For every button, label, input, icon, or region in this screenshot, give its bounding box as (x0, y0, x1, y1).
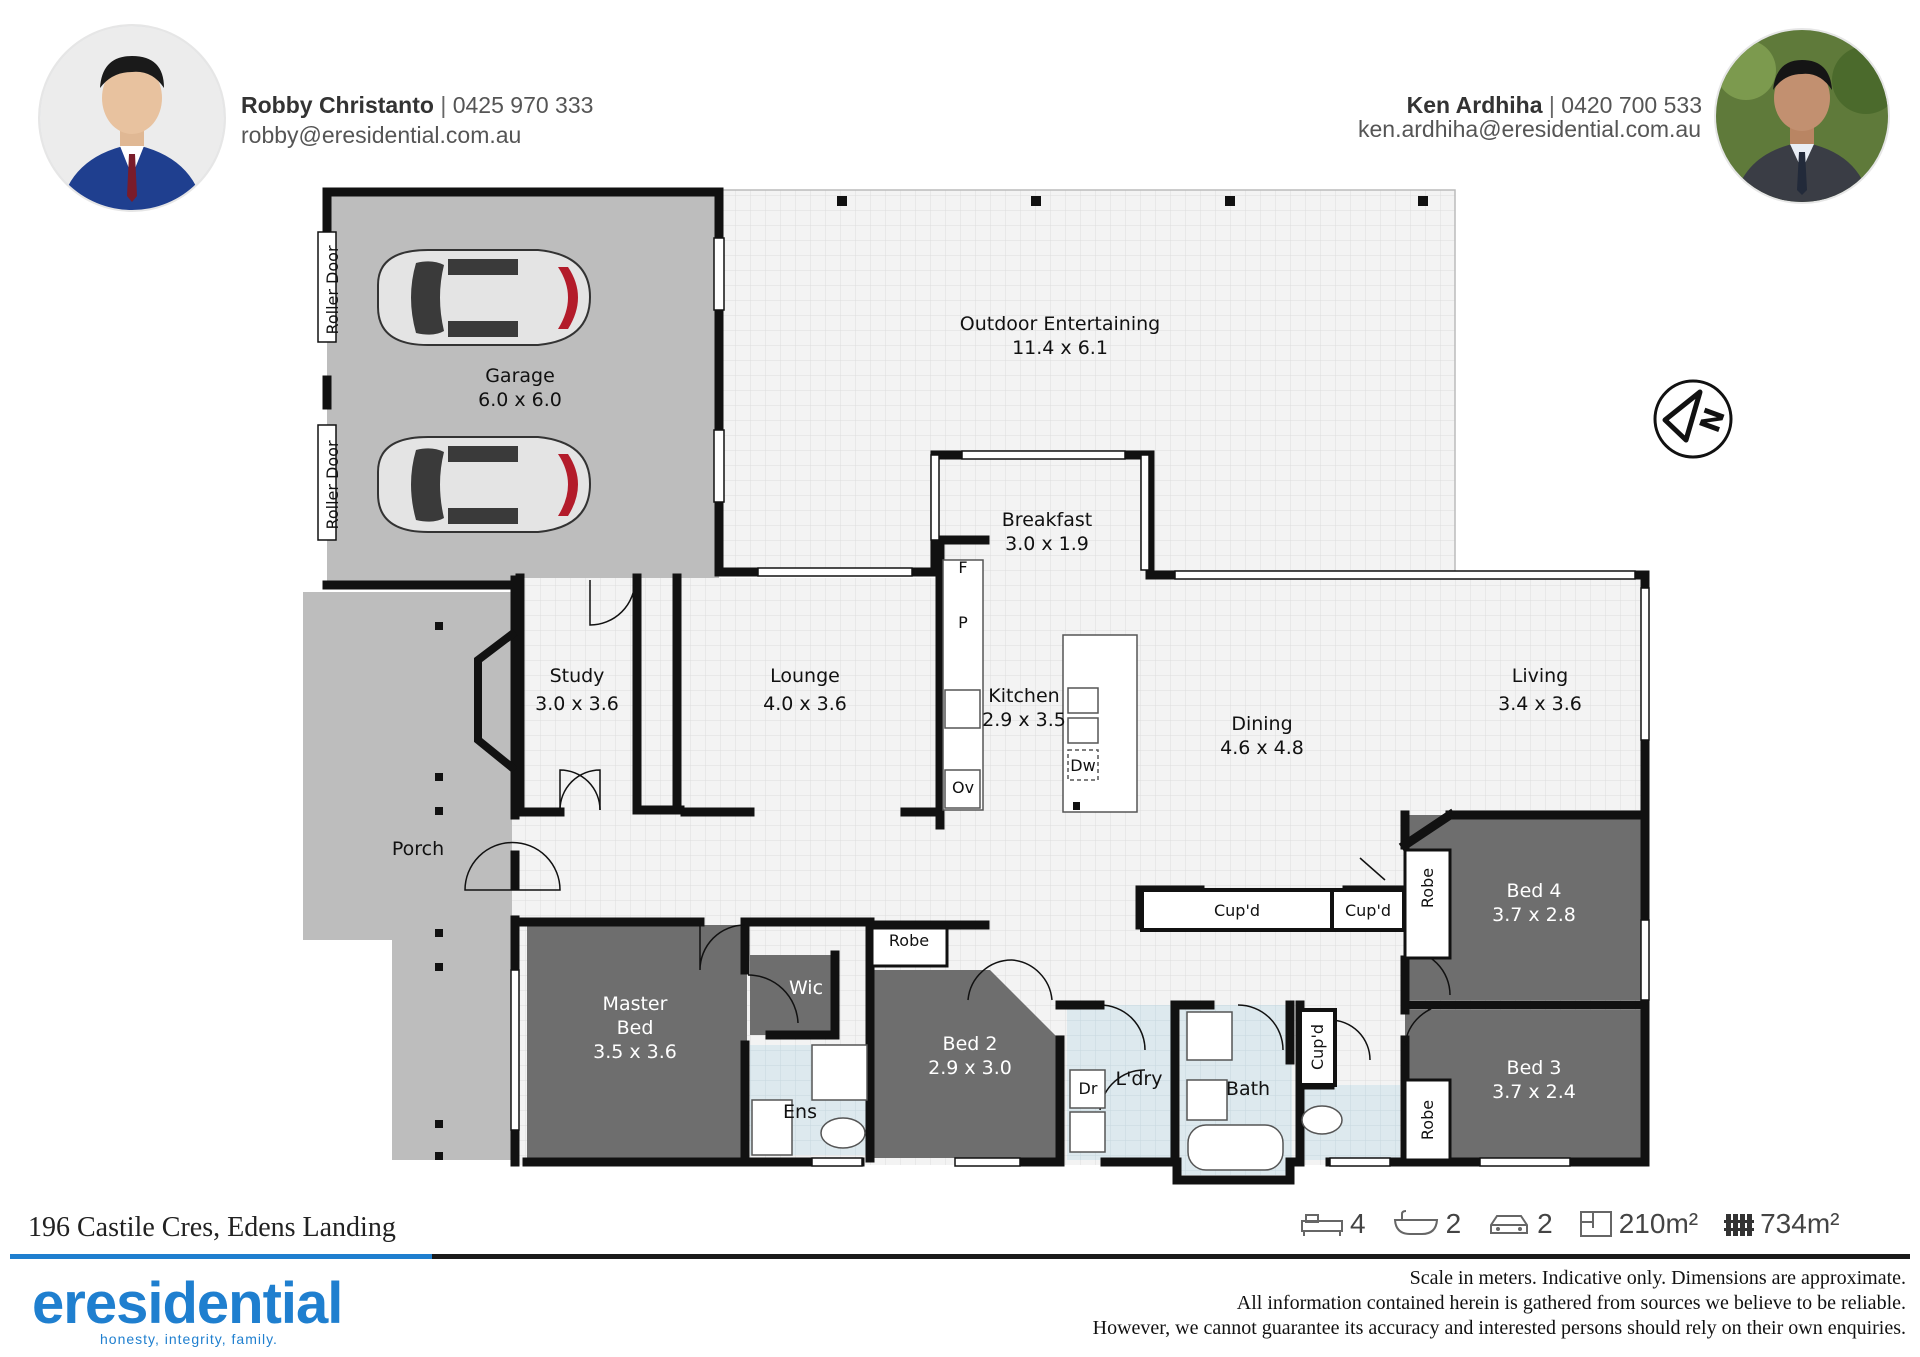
master-size: 3.5 x 3.6 (593, 1041, 677, 1063)
dishwasher-label: Dw (1070, 756, 1095, 775)
garage-size: 6.0 x 6.0 (478, 389, 562, 411)
brand-logo-text: eresidential (32, 1271, 343, 1336)
stat-floor-area-value: 210m² (1618, 1208, 1699, 1239)
agent-left-phone[interactable]: 0425 970 333 (452, 92, 594, 118)
compass-icon: N (1653, 379, 1733, 459)
agent-right-separator: | (1548, 92, 1555, 118)
bed2-name: Bed 2 (943, 1033, 998, 1055)
floor-plan-icon (1579, 1211, 1612, 1237)
bed2-area (870, 970, 1060, 1158)
disclaimer-line-3: However, we cannot guarantee its accurac… (1092, 1317, 1906, 1339)
property-stats: 4 2 2 210m² 734m² (1300, 1208, 1855, 1240)
brand-logo[interactable]: eresidential honesty, integrity, family. (32, 1270, 343, 1347)
dining-size: 4.6 x 4.8 (1220, 737, 1304, 759)
agent-left-name: Robby Christanto (241, 92, 434, 118)
agent-left-email[interactable]: robby@eresidential.com.au (241, 122, 522, 148)
study-bay-window (474, 628, 518, 774)
stat-baths: 2 (1392, 1208, 1462, 1240)
robe-label-bed2: Robe (889, 931, 929, 950)
porch-area (303, 592, 512, 1160)
lounge-name: Lounge (770, 665, 840, 687)
ens-label: Ens (783, 1101, 817, 1123)
porch-posts (435, 622, 443, 1160)
cupd-label-3: Cup'd (1308, 1024, 1327, 1070)
agent-photo-right (1714, 28, 1890, 204)
bed2-size: 2.9 x 3.0 (928, 1057, 1012, 1079)
breakfast-size: 3.0 x 1.9 (1005, 533, 1089, 555)
agent-right-contact: Ken Ardhiha | 0420 700 533 (1407, 92, 1702, 119)
agent-right-name: Ken Ardhiha (1406, 92, 1543, 118)
living-name: Living (1512, 665, 1569, 687)
stat-cars-value: 2 (1537, 1208, 1553, 1239)
lounge-size: 4.0 x 3.6 (763, 693, 847, 715)
footer-divider-blue (10, 1254, 432, 1259)
agent-right-phone[interactable]: 0420 700 533 (1561, 92, 1702, 118)
bath-icon (1393, 1210, 1438, 1235)
porch-name: Porch (392, 838, 444, 860)
laundry-label: L'dry (1116, 1068, 1163, 1090)
stat-beds: 4 (1300, 1208, 1366, 1240)
master-bed-area (527, 925, 747, 1158)
garage-name: Garage (485, 365, 555, 387)
disclaimer-line-2: All information contained herein is gath… (1236, 1292, 1906, 1314)
master-name-line2: Bed (617, 1017, 654, 1039)
stat-floor-area: 210m² (1579, 1208, 1698, 1240)
stat-land-area-value: 734m² (1760, 1208, 1840, 1239)
car-icon (1490, 1215, 1529, 1234)
stat-land-area: 734m² (1724, 1208, 1839, 1240)
breakfast-name: Breakfast (1002, 509, 1092, 531)
study-size: 3.0 x 3.6 (535, 693, 619, 715)
master-name-line1: Master (603, 993, 668, 1015)
brand-tagline: honesty, integrity, family. (100, 1331, 278, 1347)
property-address: 196 Castile Cres, Edens Landing (28, 1212, 396, 1243)
kitchen-island-post (1073, 802, 1080, 810)
wic-area (750, 955, 835, 1035)
agent-left-separator: | (440, 92, 447, 118)
outdoor-name: Outdoor Entertaining (960, 313, 1160, 335)
dining-name: Dining (1231, 713, 1292, 735)
dryer-label: Dr (1079, 1079, 1098, 1098)
roller-door-label-2: Roller Door (323, 440, 342, 529)
car-icon-1 (377, 249, 592, 346)
stat-beds-value: 4 (1350, 1208, 1366, 1239)
agent-right-email[interactable]: ken.ardhiha@eresidential.com.au (1358, 116, 1701, 142)
cupd-label-2: Cup'd (1345, 901, 1391, 920)
bathroom-fixtures (751, 1011, 1343, 1171)
hall-cupboards (1140, 888, 1406, 1087)
bed3-size: 3.7 x 2.4 (1492, 1081, 1576, 1103)
agent-left-contact: Robby Christanto | 0425 970 333 (241, 92, 593, 119)
agent-photo-left (38, 24, 226, 212)
living-size: 3.4 x 3.6 (1498, 693, 1582, 715)
pantry-label: P (958, 613, 968, 632)
wic-label: Wic (789, 977, 823, 999)
roller-door-label-1: Roller Door (323, 245, 342, 334)
footer-divider-dark (432, 1254, 1910, 1259)
outdoor-posts (837, 196, 1428, 206)
bed3-name: Bed 3 (1507, 1057, 1562, 1079)
kitchen-bench (942, 559, 1138, 813)
fence-icon (1724, 1214, 1755, 1236)
windows (317, 231, 1650, 1167)
bath-label: Bath (1226, 1078, 1270, 1100)
stat-cars: 2 (1487, 1208, 1553, 1240)
bed4-name: Bed 4 (1507, 880, 1562, 902)
kitchen-size: 2.9 x 3.5 (982, 709, 1066, 731)
outdoor-size: 11.4 x 6.1 (1012, 337, 1108, 359)
robes (870, 848, 1452, 1162)
robe-label-bed3: Robe (1418, 1100, 1437, 1140)
stat-baths-value: 2 (1445, 1208, 1462, 1239)
bed4-size: 3.7 x 2.8 (1492, 904, 1576, 926)
robe-label-bed4: Robe (1418, 868, 1437, 908)
fridge-label: F (958, 558, 967, 577)
oven-label: Ov (952, 778, 974, 797)
door-swings (464, 579, 1451, 1111)
study-name: Study (550, 665, 605, 687)
kitchen-name: Kitchen (988, 685, 1059, 707)
bed-icon (1301, 1214, 1343, 1236)
cupd-label-1: Cup'd (1214, 901, 1260, 920)
car-icon-2 (377, 436, 592, 533)
disclaimer-line-1: Scale in meters. Indicative only. Dimens… (1409, 1267, 1906, 1289)
floor-plan: N Outdoor Entertaining 11.4 x 6.1 Garage… (303, 187, 1733, 1185)
disclaimer: Scale in meters. Indicative only. Dimens… (1093, 1266, 1906, 1341)
